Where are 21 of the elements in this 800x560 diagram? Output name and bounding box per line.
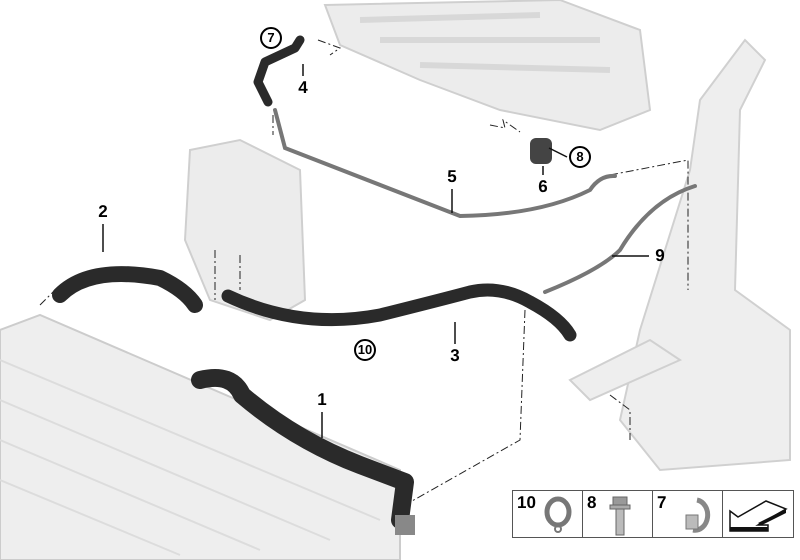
- leader-line: [451, 189, 453, 213]
- part-number: 7: [657, 493, 666, 513]
- callout-number: 9: [651, 246, 669, 266]
- part-number: 8: [587, 493, 596, 513]
- leader-line: [542, 166, 544, 175]
- callout-number: 5: [443, 167, 461, 187]
- leader-line: [548, 147, 568, 158]
- circled-callout-number: 8: [569, 146, 591, 168]
- circled-callout-number: 7: [260, 27, 282, 49]
- callout-number: 6: [534, 177, 552, 197]
- callout-number: 1: [313, 390, 331, 410]
- leader-line: [321, 412, 323, 438]
- leader-line: [302, 64, 304, 76]
- part-number: 10: [517, 493, 536, 513]
- leader-line: [612, 255, 649, 257]
- leader-line: [102, 224, 104, 252]
- callout-number: 3: [446, 346, 464, 366]
- callout-number: 4: [294, 78, 312, 98]
- callout-number: 2: [94, 202, 112, 222]
- circled-callout-number: 10: [354, 339, 376, 361]
- leader-line: [454, 322, 456, 344]
